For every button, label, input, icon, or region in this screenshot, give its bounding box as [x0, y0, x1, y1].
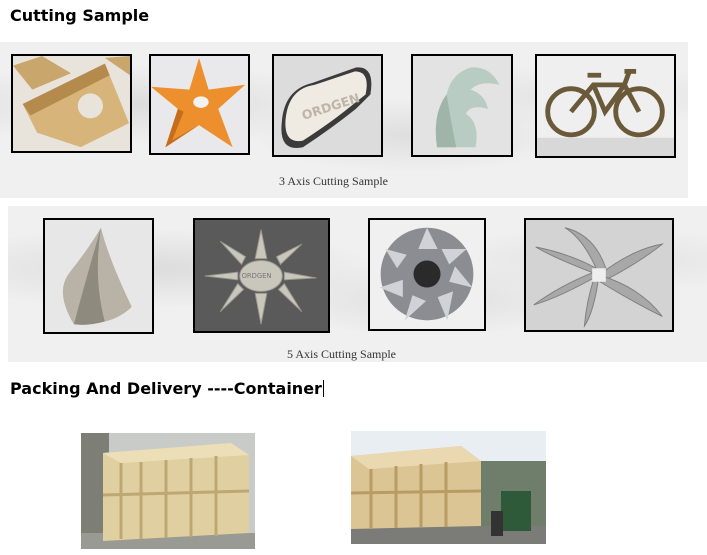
crate-forklift-photo: [351, 431, 546, 544]
triangle-sample-image: [11, 54, 132, 153]
wooden-crate-photo: [81, 433, 255, 549]
three-axis-caption: 3 Axis Cutting Sample: [279, 174, 389, 188]
rotor-blade-sample-image: [524, 218, 674, 332]
bicycle-sample-image: [535, 54, 676, 158]
logo-plate-sample-image: ORDGEN: [272, 54, 383, 157]
cutting-sample-heading: Cutting Sample: [10, 6, 150, 25]
text-cursor: [322, 380, 324, 397]
five-axis-caption: 5 Axis Cutting Sample: [287, 347, 397, 361]
impeller-sample-image: [368, 218, 486, 331]
turbine-disc-sample-image: ORDGEN: [193, 218, 330, 333]
star-sample-image: [149, 54, 250, 155]
dolphin-sample-image: [411, 54, 513, 157]
svg-text:ORDGEN: ORDGEN: [242, 272, 272, 280]
packing-and-delivery-heading: Packing And Delivery ----Container: [10, 379, 322, 398]
cone-blade-sample-image: [43, 218, 154, 334]
packing-heading-wrapper: Packing And Delivery ----Container: [10, 379, 324, 398]
